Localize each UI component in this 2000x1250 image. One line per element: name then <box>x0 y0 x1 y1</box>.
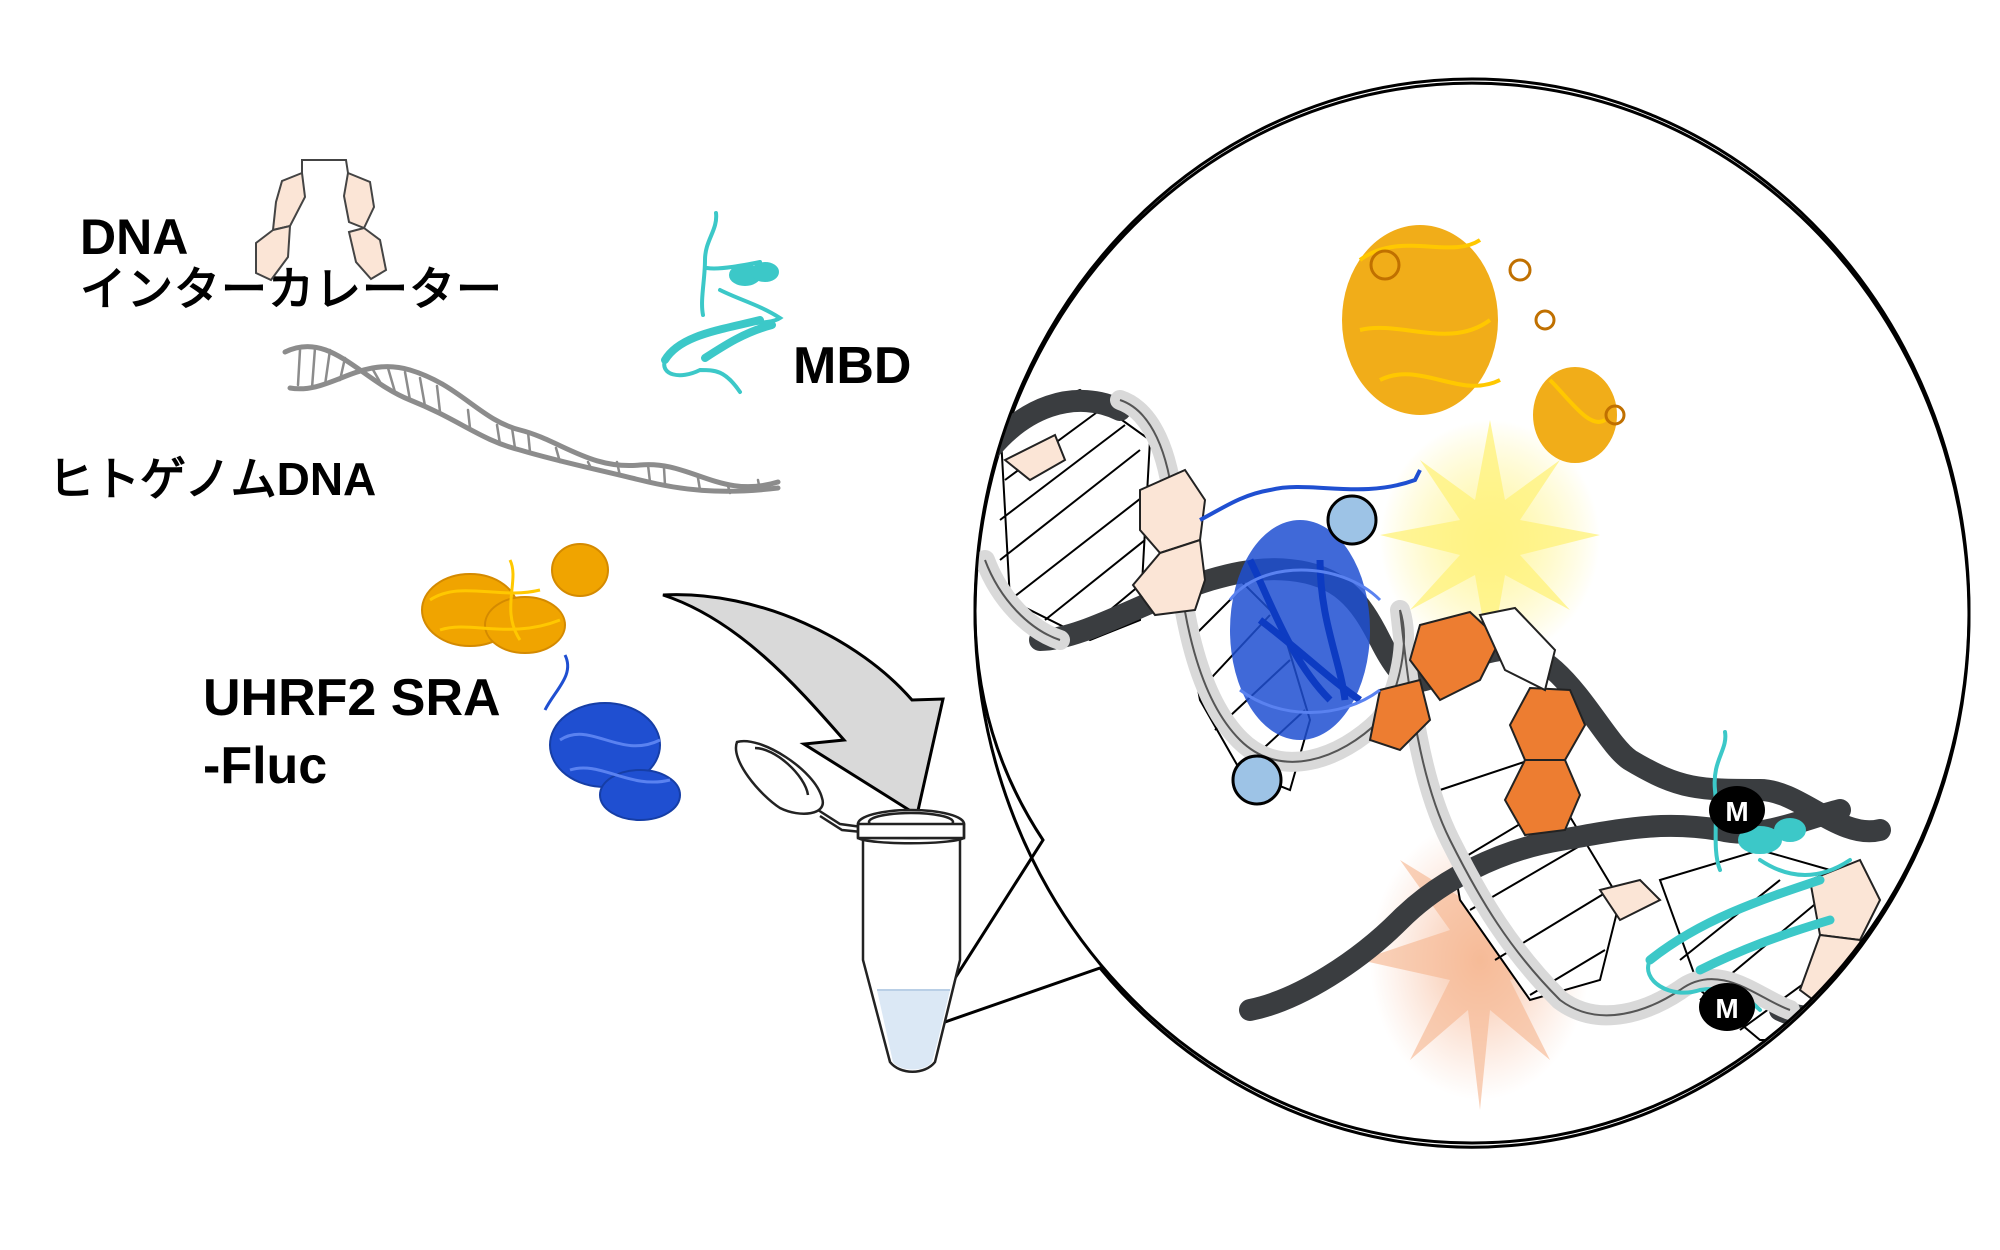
genome-dna-helix-icon <box>282 344 781 495</box>
mbd-protein-icon <box>661 211 784 394</box>
intercalator-label: インターカレーター <box>80 263 503 315</box>
mbd-label: MBD <box>793 337 912 395</box>
intercalator-icon <box>255 159 388 282</box>
sra-contact-point-top <box>1326 494 1378 546</box>
sra-contact-point-bottom <box>1231 754 1283 806</box>
uhrf2-sra-fluc-protein-icon <box>421 543 681 821</box>
sra-domain-bound-icon <box>1199 469 1422 806</box>
uhrf2-sra-label: UHRF2 SRA <box>203 669 501 727</box>
microcentrifuge-tube-icon <box>734 739 966 1073</box>
mbd-protein-bound-icon <box>1645 730 1852 1012</box>
zoomed-dna-scene: M M <box>975 225 1891 1110</box>
fluc-label: -Fluc <box>203 737 328 795</box>
zoom-callout-border <box>973 77 1971 1145</box>
fluc-luciferase-bound-icon <box>1342 225 1626 463</box>
genome-dna-label: ヒトゲノムDNA <box>48 453 377 505</box>
curved-arrow-icon <box>662 593 945 818</box>
intercalator-label-dna: DNA <box>80 209 189 265</box>
methyl-mark-bottom: M <box>1699 983 1755 1031</box>
yellow-luminescence-burst-icon <box>1380 420 1600 660</box>
intercalator-outline-piece <box>1478 606 1557 692</box>
methyl-mark-label: M <box>1715 993 1738 1024</box>
intercalator-bound-orange <box>1368 610 1587 837</box>
methyl-mark-top: M <box>1709 786 1765 834</box>
methyl-mark-label: M <box>1725 796 1748 827</box>
